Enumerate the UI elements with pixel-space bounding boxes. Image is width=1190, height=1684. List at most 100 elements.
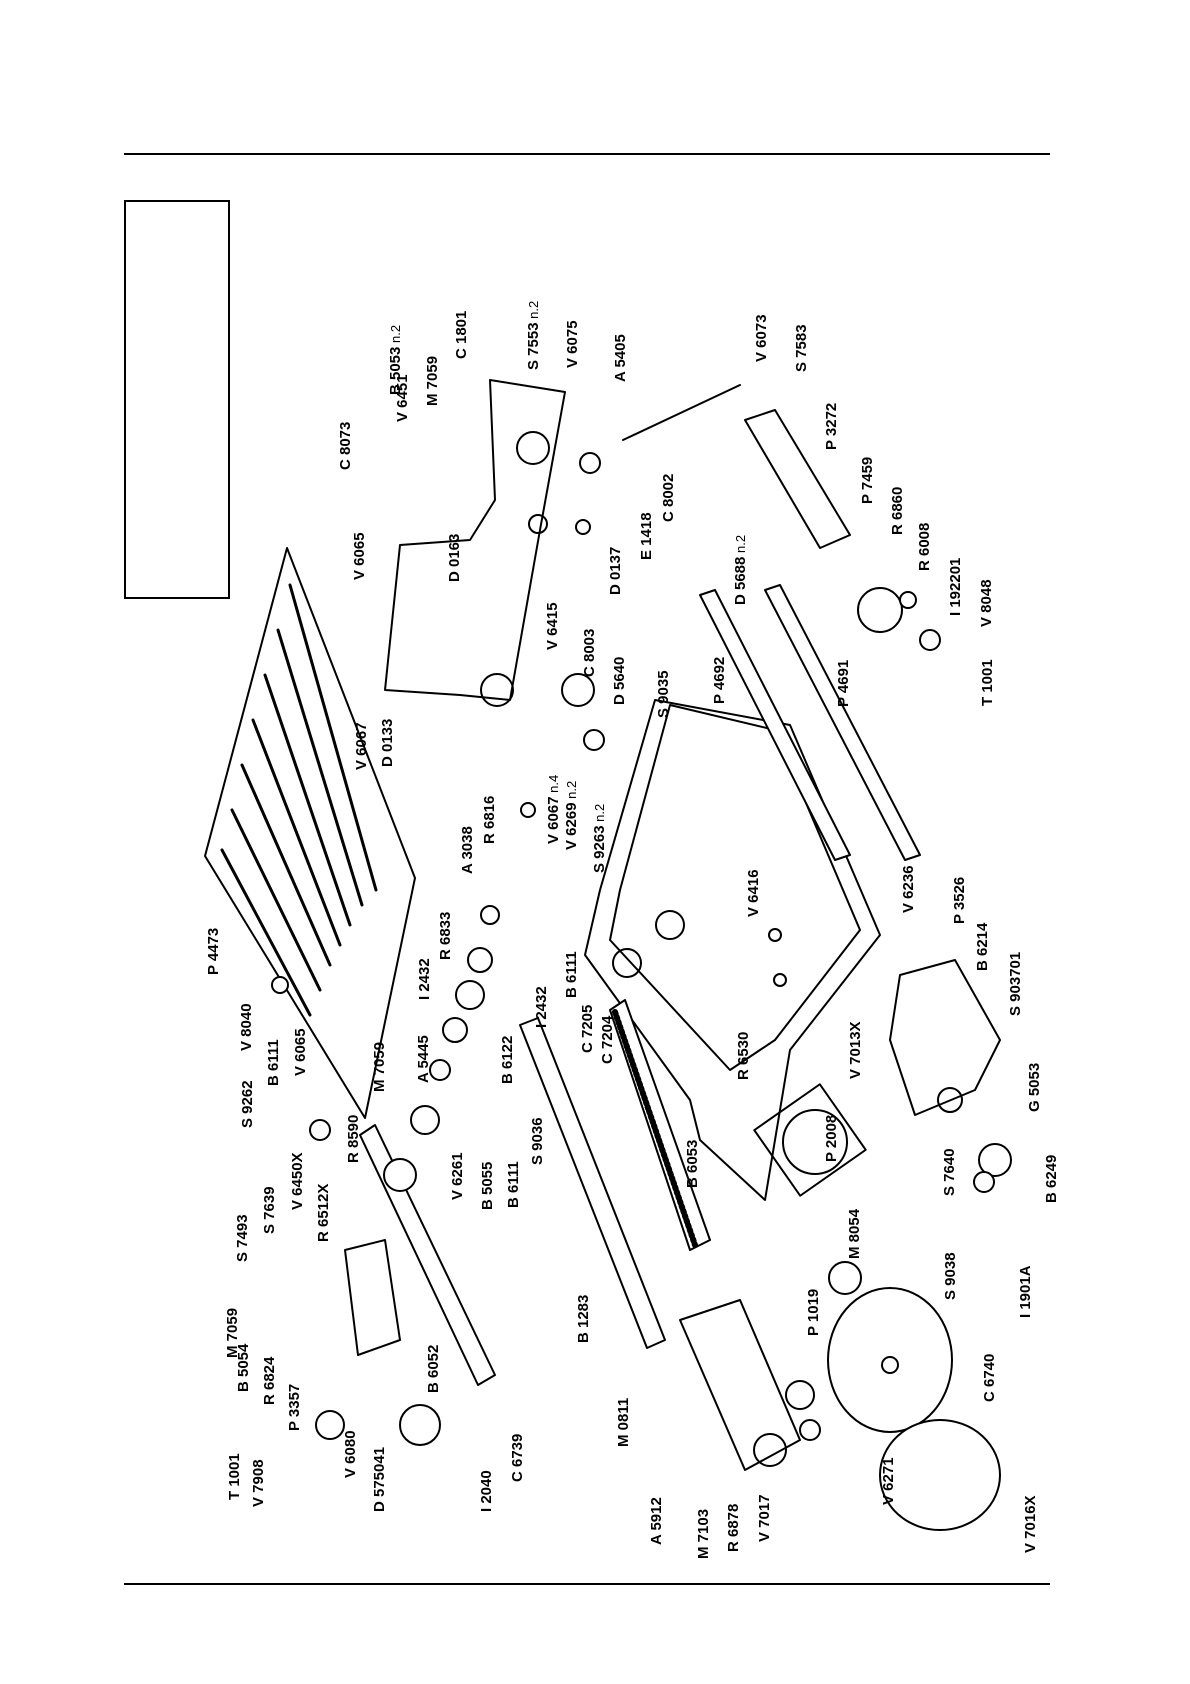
part-label: M 0811 bbox=[615, 1398, 632, 1447]
top-rule bbox=[124, 153, 1050, 155]
part-label: V 6075 bbox=[564, 320, 581, 368]
part-label: V 7908 bbox=[250, 1459, 267, 1507]
fork-bracket bbox=[889, 959, 1001, 1116]
part-label: I 192201 bbox=[947, 558, 964, 616]
quantity-note: n.2 bbox=[733, 535, 748, 557]
part-label: R 6824 bbox=[261, 1356, 278, 1405]
part-label: P 4473 bbox=[205, 928, 222, 975]
part-label: R 6512X bbox=[315, 1184, 332, 1242]
part-label: B 6111 bbox=[563, 951, 580, 998]
part-label: P 1019 bbox=[805, 1289, 822, 1336]
part-label: S 903701 bbox=[1007, 952, 1024, 1016]
title-box bbox=[124, 200, 230, 599]
part-label: S 9038 bbox=[942, 1252, 959, 1300]
part-label: P 3357 bbox=[286, 1384, 303, 1431]
part-label: B 6053 bbox=[684, 1140, 701, 1188]
part-label: S 7639 bbox=[261, 1186, 278, 1234]
part-label: V 6067 bbox=[353, 722, 370, 770]
part-label: S 9036 bbox=[529, 1117, 546, 1165]
parts-drawing bbox=[204, 379, 1012, 1531]
part-label: B 5054 bbox=[235, 1343, 252, 1392]
part-label: M 8054 bbox=[846, 1208, 863, 1259]
quantity-note: n.2 bbox=[564, 781, 579, 803]
part-label: V 6261 bbox=[449, 1152, 466, 1200]
part-label: M 7103 bbox=[695, 1509, 712, 1559]
part-label: B 6052 bbox=[425, 1345, 442, 1393]
part-label: M 7059 bbox=[371, 1042, 388, 1092]
fence-plate bbox=[204, 547, 416, 1119]
part-label: S 9262 bbox=[239, 1080, 256, 1128]
quantity-note: n.4 bbox=[546, 775, 561, 797]
bottom-rule bbox=[124, 1583, 1050, 1585]
part-label: A 3038 bbox=[459, 826, 476, 874]
part-label: S 7640 bbox=[941, 1148, 958, 1196]
part-label: V 6450X bbox=[289, 1152, 306, 1210]
part-label: T 1001 bbox=[979, 659, 996, 706]
part-label: R 6530 bbox=[735, 1032, 752, 1080]
part-label: S 7493 bbox=[234, 1214, 251, 1262]
part-label: B 5055 bbox=[479, 1162, 496, 1210]
part-label: D 5640 bbox=[611, 657, 628, 705]
quantity-note: n.2 bbox=[526, 301, 541, 323]
part-label: B 6249 bbox=[1043, 1155, 1060, 1203]
upper-arm bbox=[384, 379, 566, 707]
part-label: V 7013X bbox=[847, 1021, 864, 1079]
part-label: M 7059 bbox=[224, 1308, 241, 1358]
part-label: V 7016X bbox=[1022, 1495, 1039, 1553]
part-label: M 7059 bbox=[424, 356, 441, 406]
part-label: D 575041 bbox=[371, 1447, 388, 1512]
part-label: R 6008 bbox=[916, 523, 933, 571]
part-label: I 2432 bbox=[533, 986, 550, 1028]
part-label: P 7459 bbox=[859, 457, 876, 504]
rail-bars bbox=[699, 584, 921, 861]
part-label: V 6065 bbox=[351, 532, 368, 580]
part-labels: S 7553 n.2 V 6075 A 5405 C 1801 B 5053 n.2 M … bbox=[205, 301, 1060, 1559]
part-label: V 6080 bbox=[342, 1430, 359, 1478]
part-label: C 8073 bbox=[337, 422, 354, 470]
part-label: D 5688 n.2 bbox=[732, 535, 749, 605]
part-label: V 8040 bbox=[238, 1003, 255, 1051]
part-label: P 2008 bbox=[823, 1115, 840, 1162]
part-label: B 6122 bbox=[499, 1036, 516, 1084]
part-label: C 8003 bbox=[581, 629, 598, 677]
part-label: I 2432 bbox=[416, 958, 433, 1000]
part-label: V 6451 bbox=[394, 374, 411, 422]
quantity-note: n.2 bbox=[592, 804, 607, 826]
part-label: I 2040 bbox=[478, 1470, 495, 1512]
motor-housing bbox=[827, 1287, 1001, 1531]
part-label: B 6214 bbox=[974, 922, 991, 971]
part-label: B 5053 n.2 bbox=[387, 325, 404, 395]
part-label: V 6415 bbox=[544, 602, 561, 650]
part-label: V 8048 bbox=[978, 579, 995, 627]
part-label: B 6111 bbox=[505, 1161, 522, 1208]
part-label: S 7553 n.2 bbox=[525, 301, 542, 370]
part-label: A 5912 bbox=[648, 1497, 665, 1545]
part-label: I 1901A bbox=[1017, 1265, 1034, 1318]
part-label: S 9263 n.2 bbox=[591, 804, 608, 873]
part-label: V 6073 bbox=[753, 314, 770, 362]
part-label: C 8002 bbox=[660, 474, 677, 522]
part-label: V 7017 bbox=[756, 1494, 773, 1542]
part-label: P 3272 bbox=[823, 403, 840, 450]
part-label: A 5445 bbox=[415, 1035, 432, 1083]
part-label: V 6236 bbox=[900, 865, 917, 913]
part-label: S 9035 bbox=[655, 670, 672, 718]
part-label: R 6860 bbox=[889, 487, 906, 535]
part-label: G 5053 bbox=[1026, 1063, 1043, 1112]
part-label: V 6067 n.4 bbox=[545, 775, 562, 844]
part-label: S 7583 bbox=[793, 324, 810, 372]
part-label: V 6269 n.2 bbox=[563, 781, 580, 850]
part-label: D 0163 bbox=[446, 534, 463, 582]
part-label: B 6111 bbox=[265, 1039, 282, 1086]
motor bbox=[679, 1299, 801, 1471]
part-label: B 1283 bbox=[575, 1295, 592, 1343]
lower-bar bbox=[344, 1124, 496, 1386]
leader-line bbox=[622, 384, 741, 441]
part-label: V 6416 bbox=[745, 869, 762, 917]
part-label: A 5405 bbox=[612, 334, 629, 382]
part-label: C 6739 bbox=[509, 1434, 526, 1482]
part-label: R 6816 bbox=[481, 796, 498, 844]
part-label: D 0137 bbox=[607, 547, 624, 595]
part-label: C 1801 bbox=[453, 311, 470, 359]
